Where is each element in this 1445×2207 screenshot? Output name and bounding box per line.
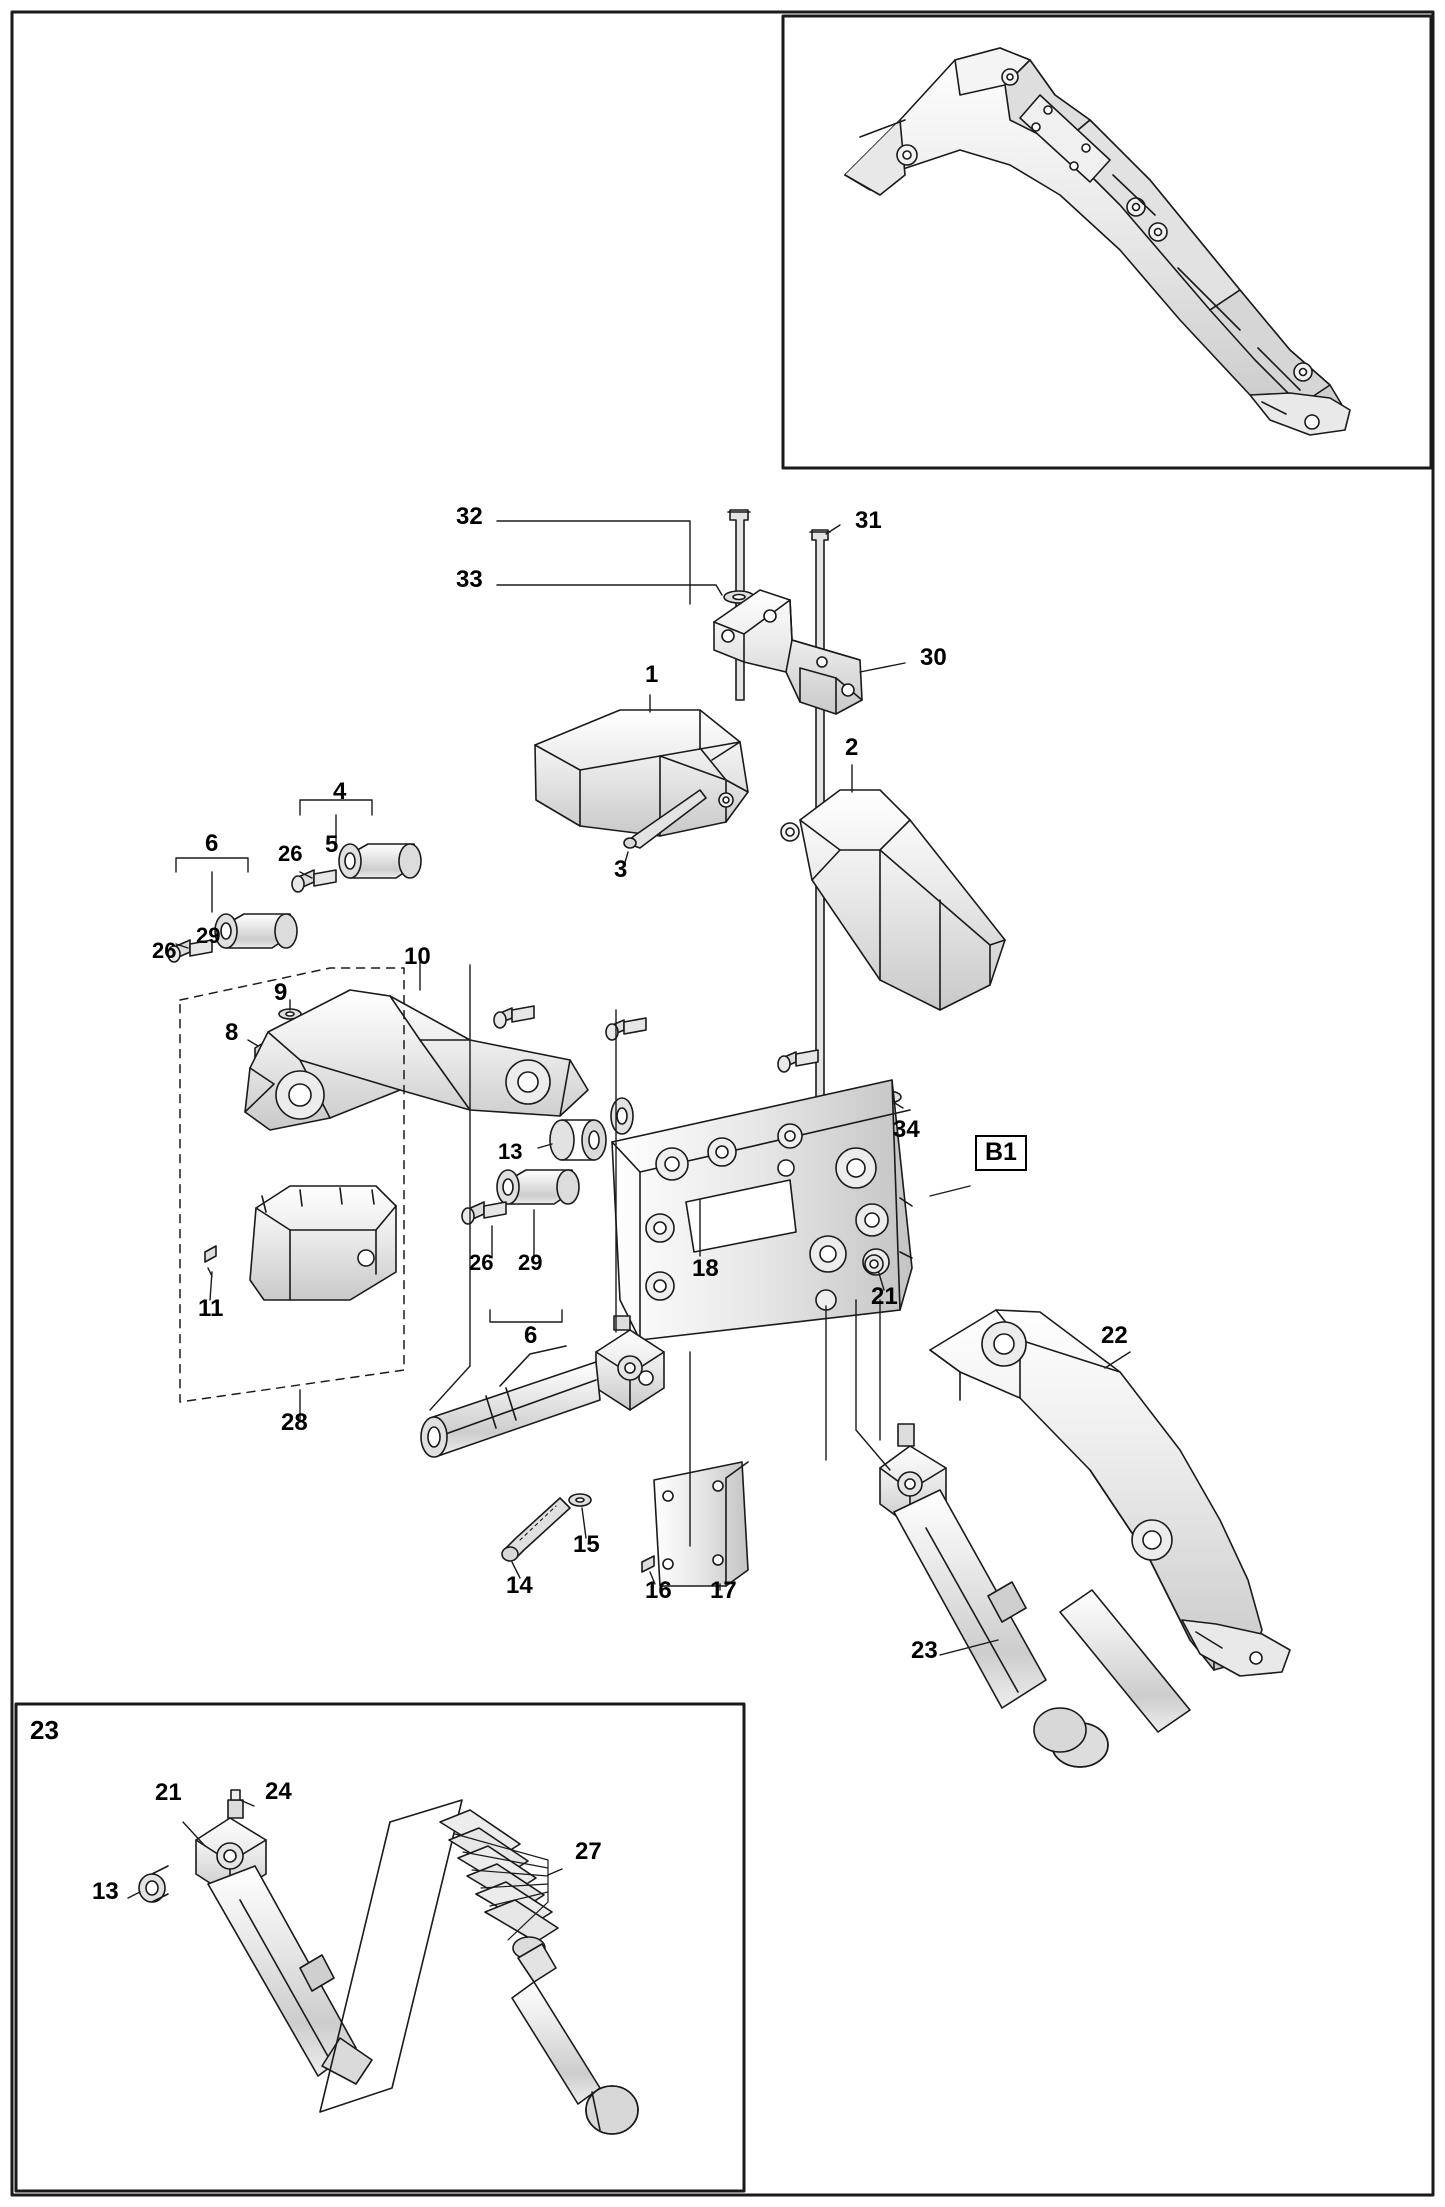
callout-17: 17: [710, 1577, 737, 1604]
leader-8: [247, 1039, 259, 1047]
leader-21a: [877, 1269, 885, 1291]
part-16-bolt: [641, 1555, 655, 1573]
callout-24: 24: [265, 1778, 292, 1805]
callout-3: 3: [614, 856, 628, 883]
callout-18: 18: [692, 1255, 719, 1282]
callout-21-main: 21: [871, 1283, 898, 1310]
callout-21-detail: 21: [155, 1779, 182, 1806]
callout-9: 9: [274, 979, 288, 1006]
part-11-footplate: [249, 1185, 397, 1301]
leader-26b: [175, 943, 189, 949]
leader-11: [209, 1271, 213, 1301]
part-group-6-lower: [461, 1169, 580, 1323]
callout-14: 14: [506, 1572, 533, 1599]
leader-26a: [299, 871, 313, 879]
part-11-bolt: [204, 1245, 217, 1263]
part-14-bolt: [501, 1497, 571, 1562]
main-exploded-assembly: [167, 509, 1291, 1768]
callout-4: 4: [333, 778, 347, 805]
leader-23-right: [939, 1639, 999, 1656]
part-28-dashed-group: [179, 967, 405, 1403]
callout-29-a: 29: [196, 923, 221, 948]
group-label-b1: B1: [975, 1135, 1027, 1171]
callout-28: 28: [281, 1409, 308, 1436]
leader-31: [825, 524, 841, 535]
callout-13-detail: 13: [92, 1878, 119, 1905]
part-21-small-fitting: [864, 1254, 884, 1274]
bottom-left-panel: [14, 1702, 746, 2193]
callout-13-a: 13: [498, 1139, 523, 1164]
callout-22: 22: [1101, 1322, 1128, 1349]
callout-11: 11: [198, 1295, 224, 1322]
top-right-panel: [781, 14, 1433, 470]
callout-34: 34: [893, 1116, 920, 1143]
leader-16: [649, 1571, 656, 1585]
part-group-6-upper: [167, 857, 298, 963]
part-1-cover: [534, 709, 749, 837]
part-10-arm: [244, 989, 589, 1131]
leader-32: [496, 520, 691, 605]
callout-1: 1: [645, 661, 659, 688]
hardware-bolts-row: [493, 1005, 819, 1073]
part-15-washer: [568, 1493, 592, 1507]
callout-30: 30: [920, 644, 947, 671]
leader-22: [1104, 1351, 1131, 1369]
part-23-cylinder-right: [879, 1423, 1087, 1753]
callout-27: 27: [575, 1838, 602, 1865]
callout-26-b: 26: [152, 938, 177, 963]
callout-29-b: 29: [518, 1250, 543, 1275]
callout-6-upper: 6: [205, 830, 219, 857]
callout-5: 5: [325, 831, 339, 858]
part-group-4: [291, 799, 422, 893]
callout-6-lower: 6: [524, 1322, 538, 1349]
callout-26-a: 26: [278, 841, 303, 866]
part-18-frame-plate: [611, 1079, 913, 1341]
part-22-lower-arm: [929, 1309, 1291, 1768]
panel-label-23: 23: [30, 1715, 59, 1745]
callout-8: 8: [225, 1019, 239, 1046]
leader-33: [496, 584, 723, 596]
callout-23-right: 23: [911, 1637, 938, 1664]
leader-b1: [929, 1185, 971, 1197]
leader-30: [859, 662, 906, 673]
part-13-bushings: [549, 1097, 634, 1161]
callout-31: 31: [855, 507, 882, 534]
center-cylinder: [420, 1315, 665, 1458]
part-17-plate: [653, 1461, 749, 1587]
leader-13a: [537, 1143, 553, 1149]
callout-15: 15: [573, 1531, 600, 1558]
callout-26-c: 26: [469, 1250, 494, 1275]
sheet-border: [10, 10, 1435, 2197]
leader-15: [581, 1507, 587, 1539]
callout-32: 32: [456, 503, 483, 530]
callout-33: 33: [456, 566, 483, 593]
callout-16: 16: [645, 1577, 672, 1604]
part-3-pin: [623, 789, 707, 849]
callout-2: 2: [845, 734, 859, 761]
part-30-bracket: [713, 589, 863, 715]
leader-14: [511, 1561, 521, 1579]
part-2-cover: [780, 789, 1006, 1011]
callout-10: 10: [404, 943, 431, 970]
leader-3: [623, 851, 629, 867]
